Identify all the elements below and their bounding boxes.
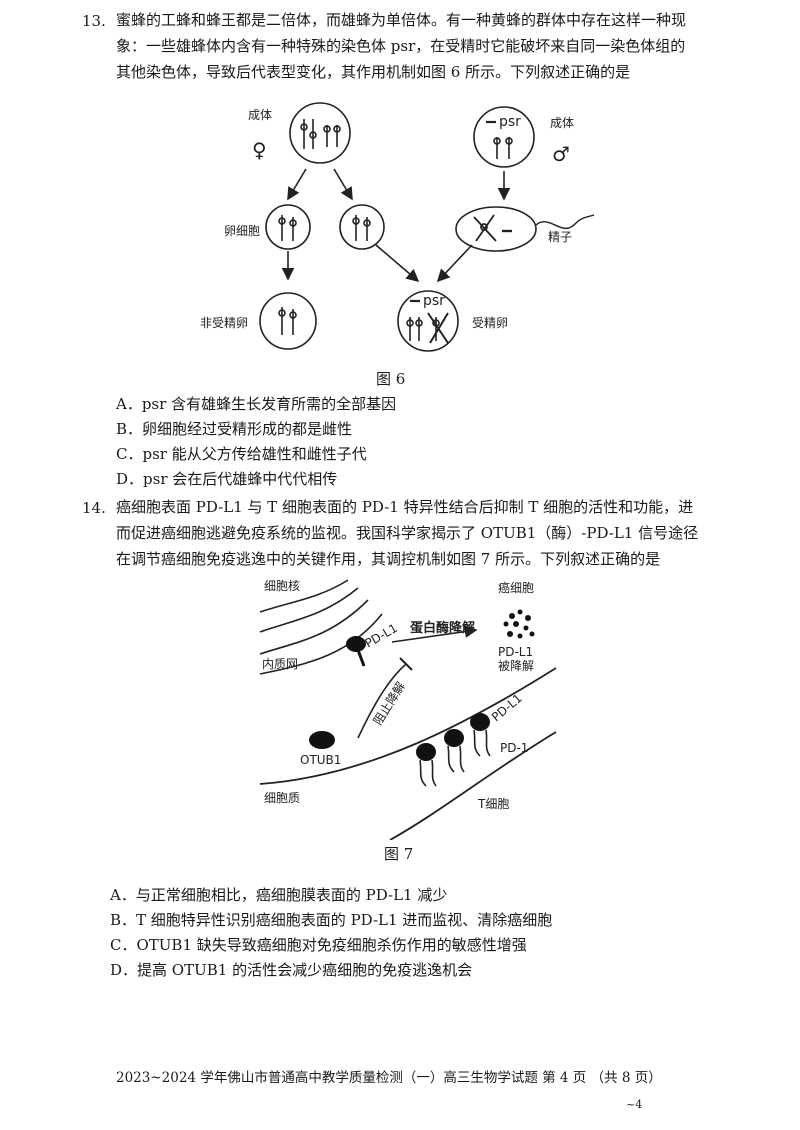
label-adult-male: 成体	[550, 116, 574, 130]
label-t-cell: T细胞	[477, 797, 509, 811]
label-pdl1-er: PD-L1	[363, 621, 400, 651]
q14-option-a: A．与正常细胞相比，癌细胞膜表面的 PD-L1 减少	[110, 886, 448, 904]
pdl1-pd1-pair-3	[470, 713, 491, 757]
q14-option-b: B．T 细胞特异性识别癌细胞表面的 PD-L1 进而监视、清除癌细胞	[110, 911, 553, 929]
cancer-cell-membrane	[259, 667, 557, 785]
pdl1-pd1-pair-2	[444, 729, 465, 773]
inhibition-arc	[357, 663, 407, 739]
label-pdl1-membrane: PD-L1	[489, 691, 525, 724]
arrow-female-to-egg1	[287, 168, 307, 201]
q13-option-a: A．psr 含有雄蜂生长发育所需的全部基因	[116, 395, 397, 413]
egg-2-chromosomes	[352, 215, 371, 241]
unfertilized-egg-cell	[259, 292, 317, 350]
otub1-enzyme	[309, 731, 335, 749]
arrow-protease-degradation	[391, 625, 478, 643]
pdl1-pd1-pair-1	[416, 743, 437, 787]
figure-6-caption: 图 6	[376, 370, 406, 388]
figure-6-diagram: 成体 ♀ 成体 ♂ psr 卵细胞 精子 非受精卵	[200, 102, 595, 352]
inhibition-bar	[399, 657, 413, 671]
label-degraded-2: 被降解	[498, 659, 534, 673]
egg-cell-1	[265, 204, 311, 250]
sperm-tail	[535, 214, 595, 230]
label-er: 内质网	[262, 657, 298, 671]
label-unfertilized-egg: 非受精卵	[200, 316, 248, 330]
fertilized-egg-cell	[397, 290, 459, 352]
sperm-cell	[455, 206, 537, 252]
q14-option-c: C．OTUB1 缺失导致癌细胞对免疫细胞杀伤作用的敏感性增强	[110, 936, 527, 954]
unfertilized-chromosomes	[278, 307, 297, 335]
question-13-number: 13.	[82, 12, 106, 30]
t-cell-membrane	[389, 731, 557, 840]
question-14-stem: 癌细胞表面 PD-L1 与 T 细胞表面的 PD-1 特异性结合后抑制 T 细胞…	[116, 494, 781, 572]
question-13-stem-line: 其他染色体，导致后代表型变化，其作用机制如图 6 所示。下列叙述正确的是	[116, 63, 631, 81]
psr-label-male: psr	[499, 114, 521, 130]
question-14-stem-line: 癌细胞表面 PD-L1 与 T 细胞表面的 PD-1 特异性结合后抑制 T 细胞…	[116, 498, 694, 516]
label-otub1: OTUB1	[300, 753, 341, 767]
figure-7-diagram: 细胞核 内质网 PD-L1 蛋白酶降解 癌细胞 PD-L1 被降解 阻止降解 O…	[259, 579, 557, 840]
q13-option-d: D．psr 会在后代雄蜂中代代相传	[116, 470, 338, 488]
label-nucleus: 细胞核	[264, 579, 300, 593]
sperm-broken-chromosomes	[473, 214, 512, 242]
arrow-egg-to-fertilized	[375, 244, 420, 283]
nucleus-membrane	[259, 579, 349, 613]
q13-option-c: C．psr 能从父方传给雄性和雌性子代	[116, 445, 367, 463]
figure-7-caption: 图 7	[384, 845, 414, 863]
label-sperm: 精子	[548, 230, 572, 244]
er-membrane-2	[259, 599, 369, 655]
label-cancer-cell: 癌细胞	[498, 580, 534, 595]
male-chromosomes	[493, 137, 513, 159]
q14-option-d: D．提高 OTUB1 的活性会减少癌细胞的免疫逃逸机会	[110, 961, 473, 979]
q13-option-b: B．卵细胞经过受精形成的都是雌性	[116, 420, 353, 438]
male-symbol: ♂	[552, 142, 570, 166]
label-egg: 卵细胞	[224, 224, 260, 238]
psr-label-fertilized: psr	[423, 293, 445, 309]
arrow-female-to-egg2	[333, 168, 353, 201]
er-membrane-3	[259, 613, 383, 675]
egg-1-chromosomes	[278, 215, 297, 241]
label-fertilized-egg: 受精卵	[472, 316, 508, 330]
page-footer: 2023~2024 学年佛山市普通高中教学质量检测（一）高三生物学试题 第 4 …	[116, 1070, 662, 1086]
question-14-stem-line: 在调节癌细胞免疫逃逸中的关键作用，其调控机制如图 7 所示。下列叙述正确的是	[116, 550, 661, 568]
question-14-stem-line: 而促进癌细胞逃避免疫系统的监视。我国科学家揭示了 OTUB1（酶）-PD-L1 …	[116, 524, 699, 542]
male-adult-cell	[473, 106, 535, 168]
question-14-number: 14.	[82, 499, 106, 517]
label-degraded-1: PD-L1	[498, 645, 533, 659]
label-protease: 蛋白酶降解	[410, 620, 475, 636]
pdl1-stalk-er	[356, 649, 366, 667]
question-13-stem: 蜜蜂的工蜂和蜂王都是二倍体，而雄蜂为单倍体。有一种黄蜂的群体中存在这样一种现 象…	[116, 7, 776, 85]
female-chromosomes	[300, 119, 341, 149]
label-adult-female: 成体	[248, 108, 272, 122]
er-membrane-1	[259, 587, 359, 633]
label-cytoplasm: 细胞质	[264, 791, 300, 805]
female-symbol: ♀	[252, 138, 267, 162]
fertilized-chromosomes	[406, 312, 449, 344]
degraded-pdl1-fragments	[503, 609, 535, 639]
question-13-stem-line: 蜜蜂的工蜂和蜂王都是二倍体，而雄蜂为单倍体。有一种黄蜂的群体中存在这样一种现	[116, 11, 687, 29]
label-pd1: PD-1	[500, 741, 528, 755]
question-13-stem-line: 象：一些雄蜂体内含有一种特殊的染色体 psr，在受精时它能破坏来自同一染色体组的	[116, 37, 686, 55]
arrow-sperm-to-fertilized	[436, 244, 473, 283]
egg-cell-2	[339, 204, 385, 250]
pdl1-protein-er	[346, 636, 366, 652]
female-adult-cell	[289, 102, 351, 164]
corner-mark: ~4	[626, 1098, 643, 1111]
